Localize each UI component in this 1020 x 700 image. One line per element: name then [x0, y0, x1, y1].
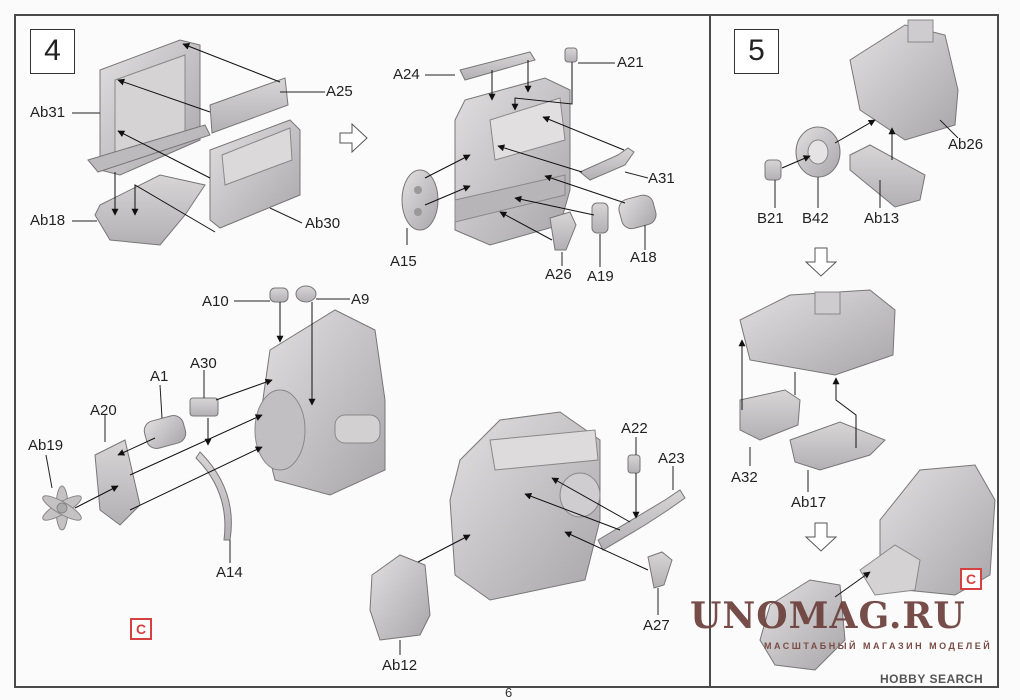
reference-marker-c-step5: C	[960, 568, 982, 590]
label-a18: A18	[630, 249, 657, 266]
part-ab13	[849, 144, 926, 208]
label-ab19: Ab19	[28, 437, 64, 454]
label-ab26: Ab26	[948, 136, 984, 153]
label-a20: A20	[90, 402, 117, 419]
part-transmission-final	[759, 579, 846, 671]
flow-arrow-right-icon	[339, 122, 368, 154]
part-a20	[94, 439, 141, 526]
part-a19	[591, 202, 609, 234]
label-a27: A27	[643, 617, 670, 634]
part-engine-with-transmission	[859, 464, 996, 596]
part-b21	[764, 159, 782, 181]
part-ab12	[369, 554, 431, 641]
watermark-hobby-search: HOBBY SEARCH	[880, 672, 984, 686]
part-b42	[795, 126, 841, 178]
part-a14	[195, 451, 232, 541]
watermark-unomag: UNOMAG.RU	[690, 595, 966, 637]
label-a26: A26	[545, 266, 572, 283]
label-a32: A32	[731, 469, 758, 486]
part-a31	[579, 147, 635, 181]
label-a1: A1	[150, 368, 169, 385]
part-ab26	[849, 19, 959, 141]
reference-marker-c: C	[130, 618, 152, 640]
part-a18	[618, 194, 657, 230]
part-a10	[269, 287, 289, 303]
step-4-panel	[14, 14, 711, 688]
label-ab30: Ab30	[305, 215, 341, 232]
label-a30: A30	[190, 355, 217, 372]
part-ab19	[42, 485, 82, 531]
part-a1	[143, 415, 187, 449]
label-a24: A24	[393, 66, 420, 83]
part-a9	[295, 285, 317, 303]
part-a22	[627, 454, 641, 474]
part-engine-front	[254, 309, 386, 496]
label-ab12: Ab12	[382, 657, 418, 674]
label-a9: A9	[351, 291, 370, 308]
label-ab17: Ab17	[791, 494, 827, 511]
step-5-panel	[709, 14, 999, 688]
label-ab31: Ab31	[30, 104, 66, 121]
part-a24	[459, 51, 536, 81]
label-a14: A14	[216, 564, 243, 581]
part-a32	[739, 389, 801, 441]
flow-arrow-down-icon	[804, 522, 838, 552]
part-engine-complete	[449, 411, 601, 601]
label-a10: A10	[202, 293, 229, 310]
page-number: 6	[505, 685, 513, 700]
part-ab18	[94, 174, 206, 246]
part-ab17	[789, 421, 886, 471]
label-a22: A22	[621, 420, 648, 437]
part-transmission-assembled	[739, 289, 896, 376]
step-number-4: 4	[30, 29, 75, 74]
part-a26	[549, 211, 577, 251]
watermark-subtitle: МАСШТАБНЫЙ МАГАЗИН МОДЕЛЕЙ	[764, 641, 993, 651]
part-ab30	[209, 119, 301, 229]
label-a25: A25	[326, 83, 353, 100]
label-ab18: Ab18	[30, 212, 66, 229]
part-ab31	[87, 39, 211, 176]
part-a30	[189, 397, 219, 417]
label-a23: A23	[658, 450, 685, 467]
label-a31: A31	[648, 170, 675, 187]
part-a25	[209, 77, 289, 134]
flow-arrow-down-icon	[804, 247, 838, 277]
label-b42: B42	[802, 210, 829, 227]
part-a21	[564, 47, 578, 63]
label-ab13: Ab13	[864, 210, 900, 227]
label-a21: A21	[617, 54, 644, 71]
part-a27	[647, 551, 673, 589]
part-a23	[597, 489, 686, 551]
step-number-5: 5	[734, 29, 779, 74]
label-b21: B21	[757, 210, 784, 227]
part-a15	[401, 169, 439, 231]
label-a15: A15	[390, 253, 417, 270]
label-a19: A19	[587, 268, 614, 285]
